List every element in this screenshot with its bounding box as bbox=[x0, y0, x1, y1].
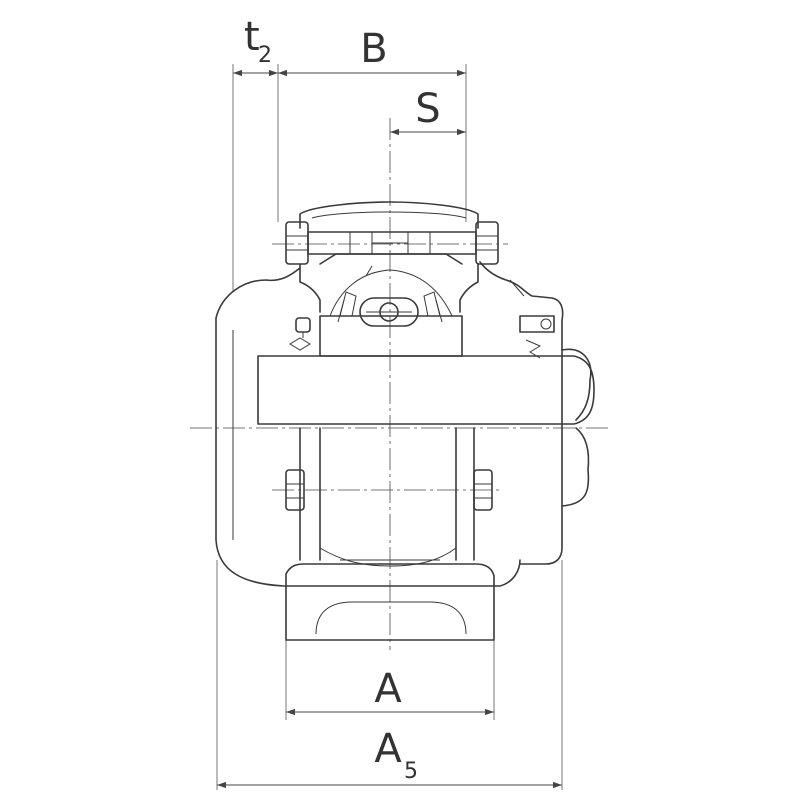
left-grease-nipple bbox=[289, 317, 311, 351]
bearing-insert bbox=[319, 265, 463, 357]
label-a5: A bbox=[374, 726, 402, 772]
housing-base bbox=[285, 563, 495, 641]
label-s: S bbox=[415, 86, 440, 132]
shaft bbox=[257, 355, 595, 425]
label-b: B bbox=[360, 26, 387, 72]
dimension-labels: t 2 B S A A 5 bbox=[244, 14, 441, 784]
label-t2: t bbox=[244, 14, 260, 60]
lower-bolts bbox=[285, 469, 493, 511]
label-a: A bbox=[374, 666, 402, 712]
right-seal bbox=[519, 315, 555, 359]
housing-interior bbox=[299, 427, 475, 567]
label-t2-subscript: 2 bbox=[258, 43, 272, 68]
dimension-lines bbox=[217, 69, 562, 789]
center-lines bbox=[190, 118, 610, 650]
cap-assembly bbox=[285, 201, 499, 313]
housing-body bbox=[215, 261, 592, 587]
extension-lines bbox=[216, 64, 563, 790]
label-a5-subscript: 5 bbox=[404, 759, 418, 784]
